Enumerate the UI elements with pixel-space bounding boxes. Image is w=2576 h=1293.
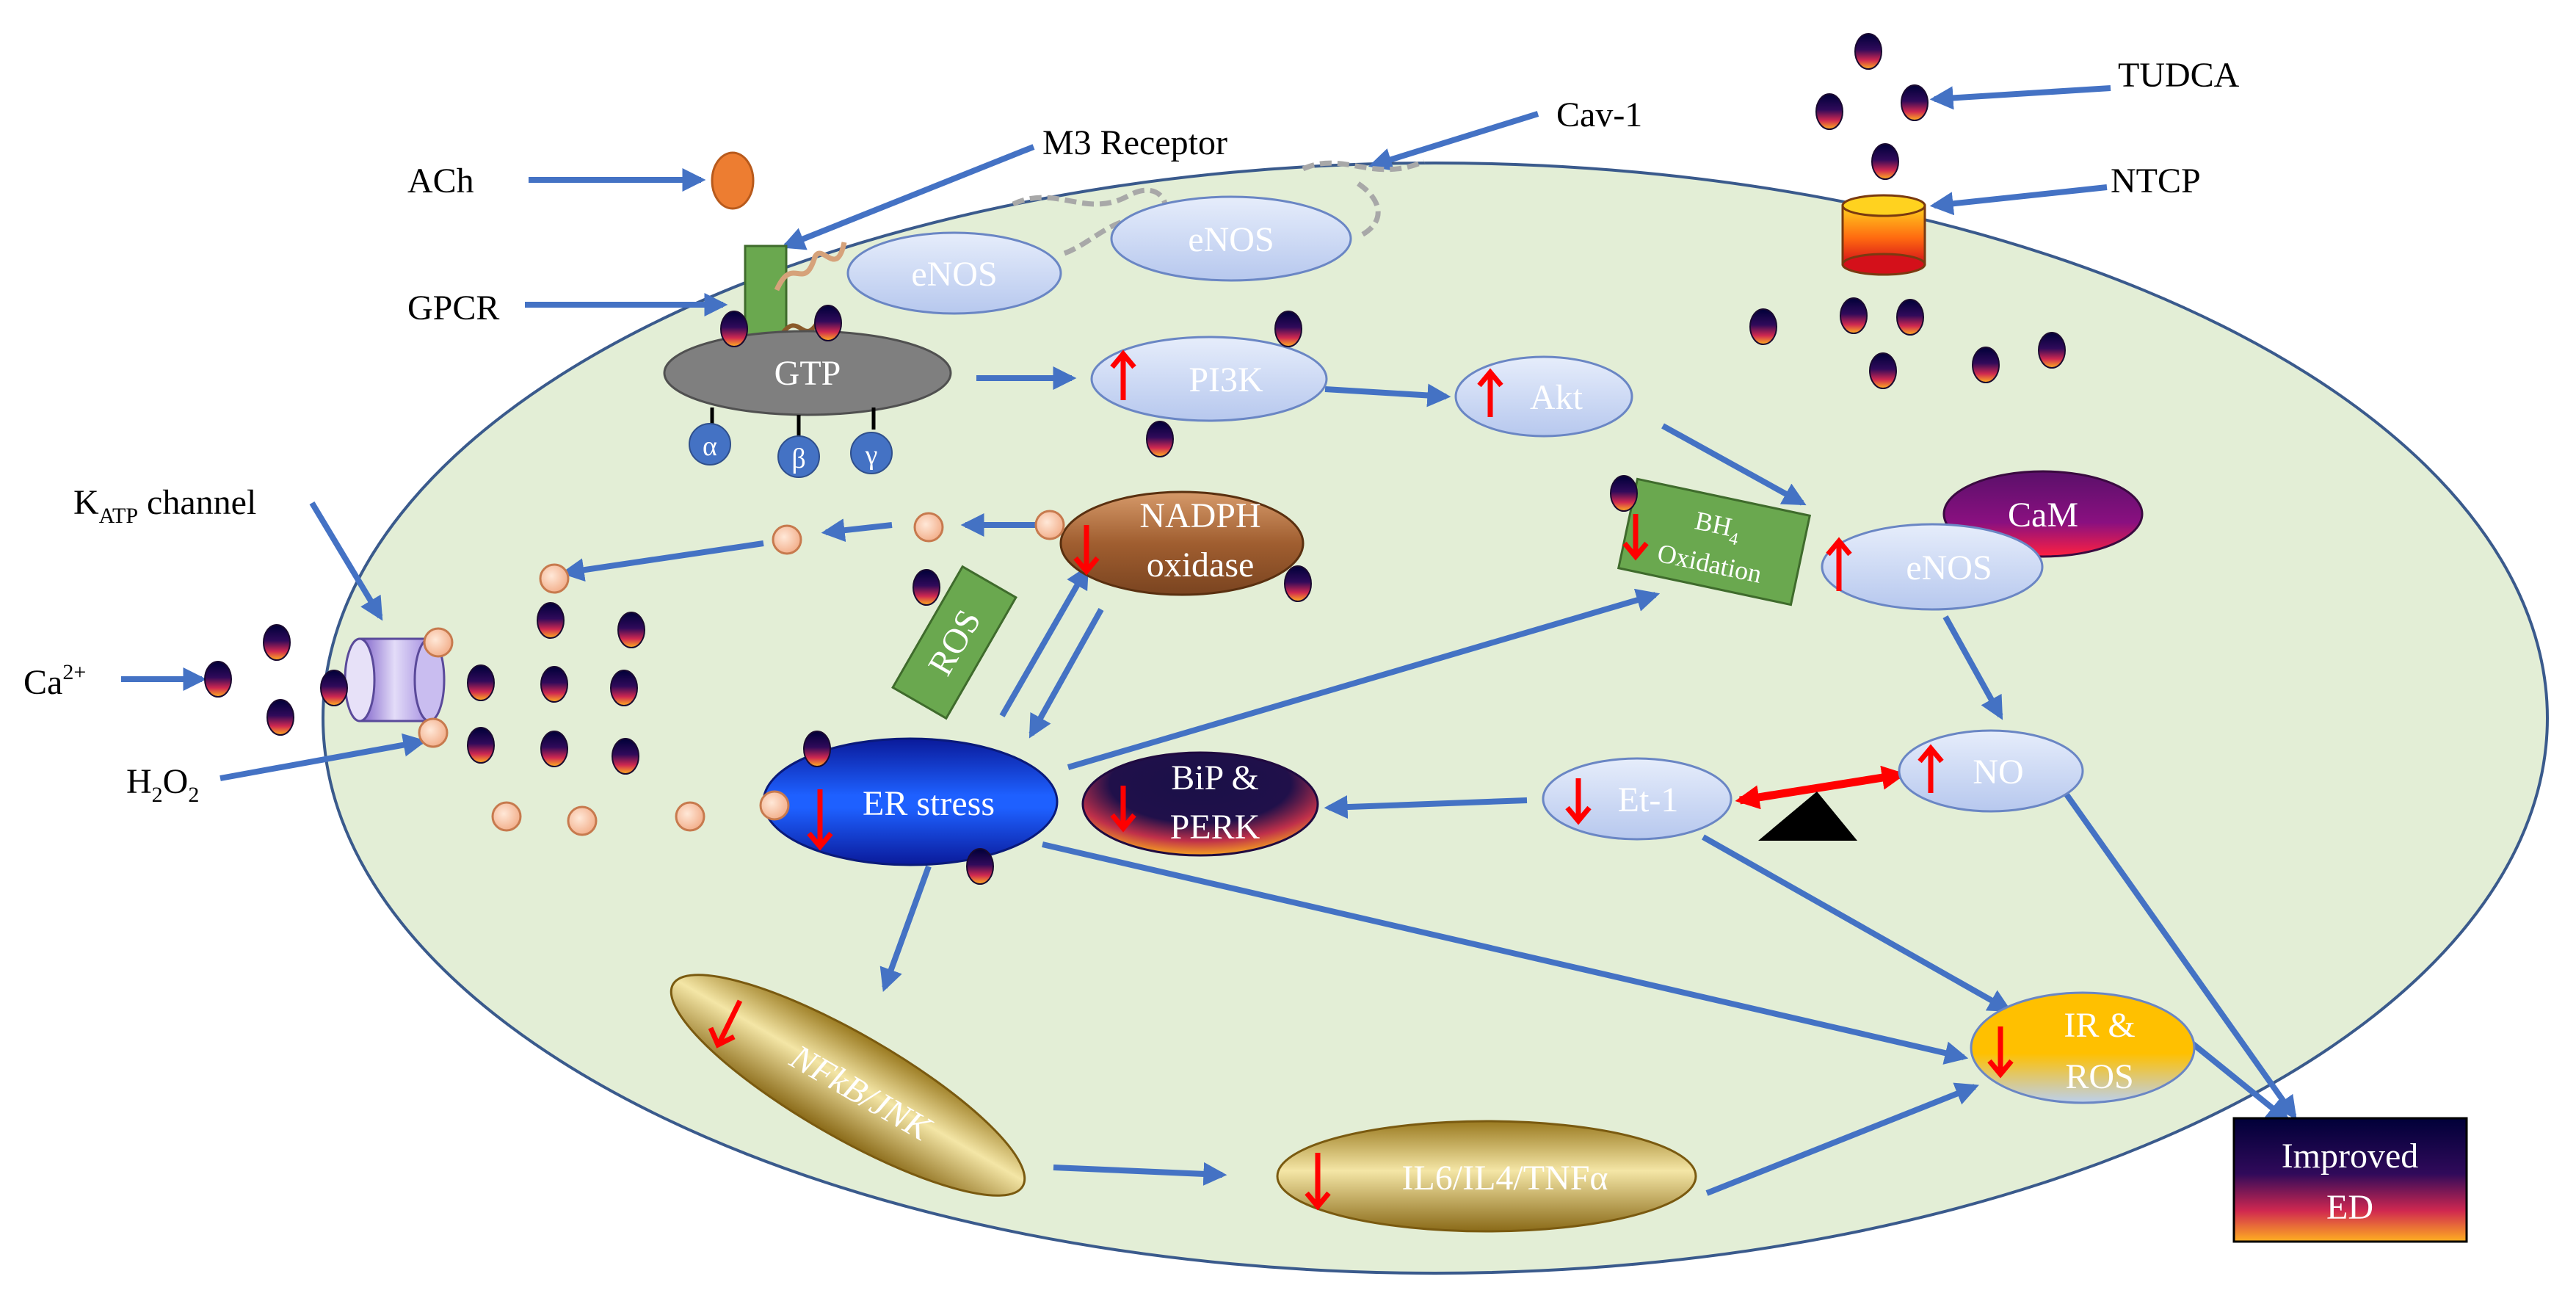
enos-node-2: [1110, 195, 1352, 282]
svg-text:eNOS: eNOS: [1188, 220, 1274, 259]
svg-text:ROS: ROS: [2065, 1057, 2133, 1096]
et1-down-icon: [1565, 778, 1592, 825]
arrow-cav1: [1368, 111, 1539, 171]
bh4-oxidation-box: BH4 Oxidation: [1617, 477, 1812, 606]
arrow-enos-no: [1942, 615, 2003, 720]
er-stress-down-icon: [807, 789, 833, 851]
arrow-et1-bip: [1324, 795, 1528, 819]
ach-molecule: [711, 151, 755, 210]
balance-fulcrum-icon: [1758, 792, 1857, 841]
svg-text:PERK: PERK: [1170, 808, 1260, 847]
il6-il4-tnfa-node: [1276, 1120, 1697, 1233]
ir-ros-node: [1970, 991, 2196, 1104]
svg-text:ED: ED: [2326, 1188, 2373, 1227]
pi3k-up-icon: [1110, 349, 1136, 400]
cell-membrane: [322, 162, 2549, 1275]
svg-text:α: α: [703, 431, 717, 462]
svg-text:CaM: CaM: [2008, 496, 2078, 535]
m3-receptor-label: M3 Receptor: [1042, 123, 1227, 162]
ntcp-label: NTCP: [2111, 162, 2201, 200]
arrow-h2o2: [219, 733, 427, 781]
svg-text:eNOS: eNOS: [911, 255, 997, 294]
nadph-oxidase-node: [1059, 490, 1305, 596]
g-alpha-subunit: [689, 423, 731, 466]
katp-channel: [344, 637, 446, 722]
gpcr-label: GPCR: [407, 289, 499, 327]
svg-text:IR &: IR &: [2064, 1006, 2135, 1045]
regulation-arrows: [708, 349, 2014, 1211]
arrow-nfkb-il: [1053, 1162, 1227, 1186]
gtp-label: GTP: [774, 354, 841, 393]
arrow-nadph-to-er: [1028, 608, 1104, 739]
ir-down-icon: [1987, 1026, 2014, 1079]
arrow-m3-receptor: [781, 144, 1035, 250]
g-beta-subunit: [777, 435, 820, 478]
ach-label: ACh: [407, 162, 474, 200]
svg-text:NADPH: NADPH: [1139, 496, 1260, 535]
enos-node-3: [1821, 523, 2044, 611]
akt-up-icon: [1477, 368, 1503, 417]
gtp-node: [663, 330, 952, 416]
h2o2-label: H2O2: [126, 762, 199, 807]
nadph-down-icon: [1073, 525, 1100, 576]
il-down-icon: [1305, 1153, 1331, 1211]
svg-text:oxidase: oxidase: [1147, 546, 1255, 584]
svg-text:γ: γ: [865, 440, 878, 471]
arrow-katp: [309, 501, 383, 621]
m3-receptor-chain: [774, 242, 847, 291]
arrow-er-ir: [1042, 841, 1969, 1065]
akt-node: [1454, 355, 1633, 438]
cav1-label: Cav-1: [1556, 95, 1642, 134]
enos-node-1: [846, 231, 1062, 315]
svg-text:β: β: [791, 443, 805, 474]
arrow-er-bh4: [1067, 588, 1661, 770]
tudca-label: TUDCA: [2118, 56, 2240, 95]
svg-text:Akt: Akt: [1530, 378, 1583, 417]
improved-ed-box: [2232, 1117, 2468, 1243]
arrow-pi3k-akt: [1324, 383, 1451, 408]
bh4-down-icon: [1622, 514, 1649, 561]
bip-down-icon: [1110, 786, 1136, 833]
svg-text:BiP &: BiP &: [1171, 758, 1259, 797]
svg-text:eNOS: eNOS: [1906, 548, 1992, 587]
svg-text:Et-1: Et-1: [1618, 780, 1679, 819]
no-node: [1898, 729, 2084, 813]
nfkb-down-icon: [708, 999, 743, 1048]
arrow-er-nfkb: [879, 865, 932, 993]
arrow-no-improved: [2060, 787, 2297, 1120]
arrow-tudca: [1929, 85, 2111, 110]
arrow-er-to-nadph: [999, 565, 1089, 717]
arrows-group: [121, 85, 2297, 1196]
katp-channel-label: KATP channel: [73, 483, 256, 528]
et1-no-balance-arrow: [1735, 765, 1906, 810]
svg-text:PI3K: PI3K: [1189, 361, 1263, 399]
no-up-icon: [1918, 744, 1944, 793]
arrow-il-ir: [1705, 1082, 1979, 1196]
g-gamma-subunit: [850, 432, 893, 474]
svg-text:IL6/IL4/TNFα: IL6/IL4/TNFα: [1401, 1159, 1608, 1198]
arrow-akt-enos: [1661, 423, 1807, 506]
ros-particles: [418, 510, 1065, 836]
bip-perk-node: [1081, 751, 1319, 857]
arrow-ntcp: [1929, 184, 2108, 216]
arrow-et1-ir: [1702, 834, 2012, 1013]
pi3k-node: [1090, 336, 1328, 422]
et1-node: [1542, 757, 1733, 841]
svg-text:ER stress: ER stress: [863, 784, 995, 823]
calcium-label: Ca2+: [23, 660, 86, 702]
svg-text:NO: NO: [1973, 753, 2023, 792]
svg-text:Improved: Improved: [2282, 1137, 2419, 1176]
calcium-bile-particles: [204, 33, 2066, 885]
arrow-nadph-ros3: [560, 540, 764, 582]
arrow-nadph-ros2: [821, 518, 893, 543]
arrow-ir-improved: [2189, 1040, 2290, 1123]
ntcp-transporter: [1841, 194, 1926, 276]
enos-up-icon: [1826, 537, 1852, 591]
